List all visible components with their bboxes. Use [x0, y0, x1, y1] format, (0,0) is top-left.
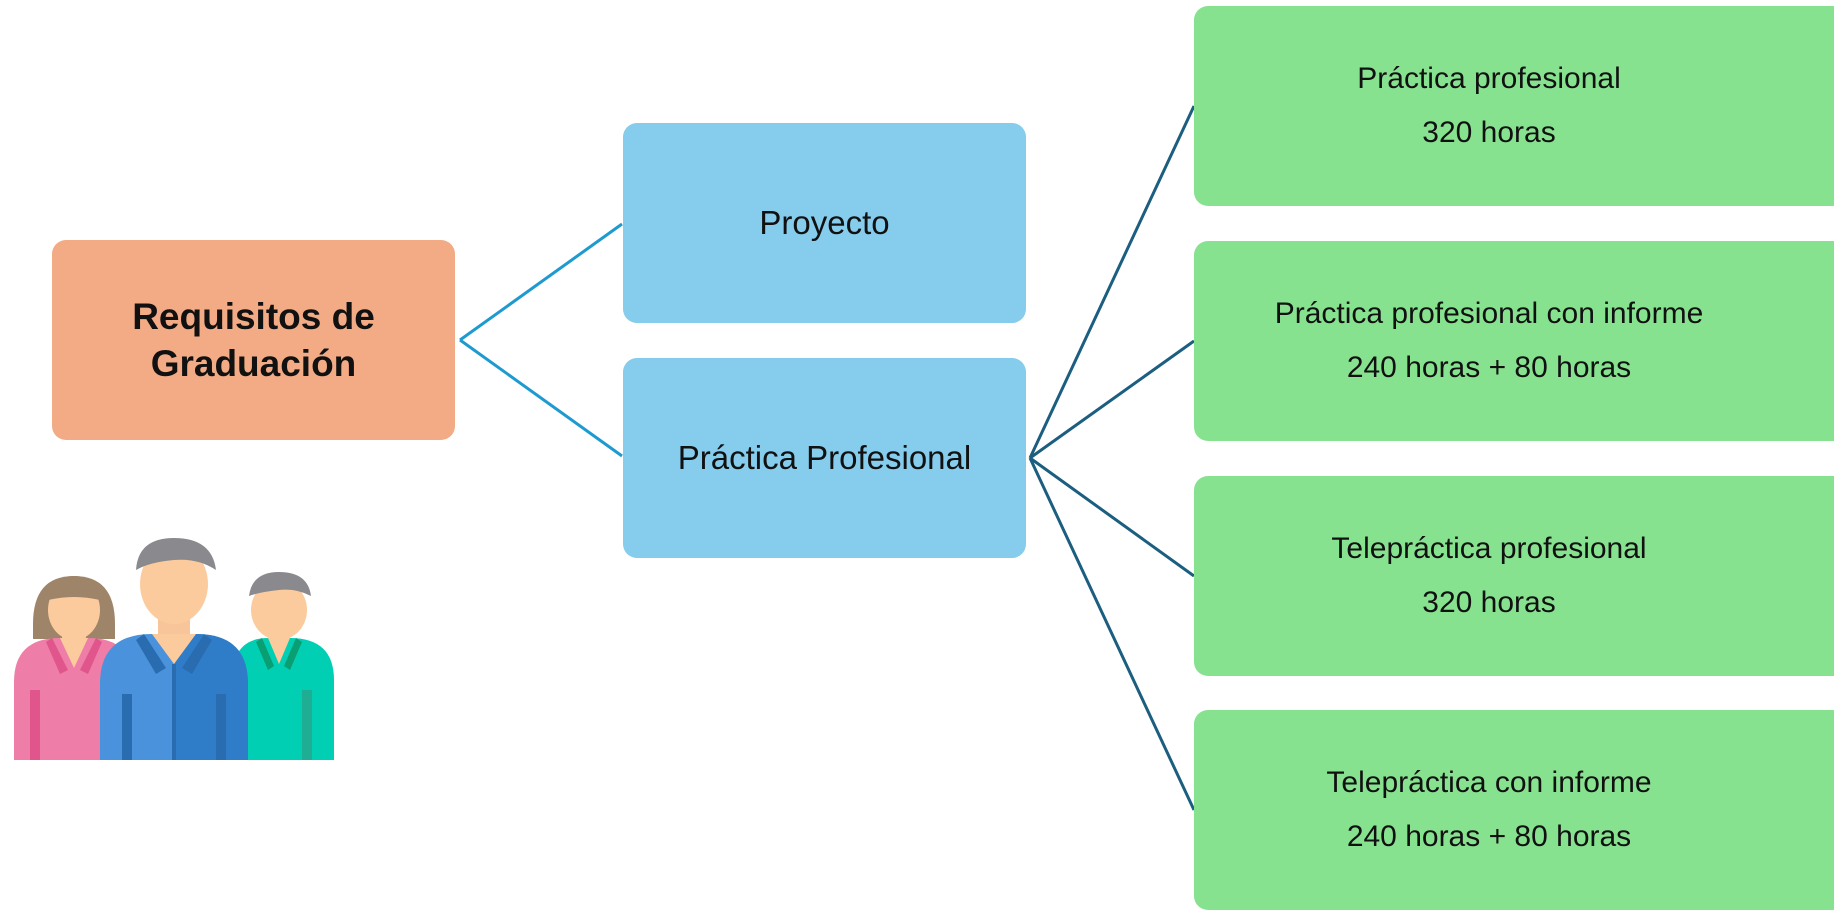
man-figure	[100, 538, 248, 760]
modality-node-practica-profesional: Práctica profesional 320 horas	[1194, 6, 1834, 206]
option-node-label: Práctica Profesional	[677, 439, 972, 476]
modality-hours: 240 horas + 80 horas	[1346, 820, 1632, 853]
boy-figure	[232, 572, 334, 760]
modality-title: Práctica profesional con informe	[1274, 297, 1704, 330]
modality-node-telepractica-profesional: Telepráctica profesional 320 horas	[1194, 476, 1834, 676]
modality-hours: 320 horas	[1422, 586, 1556, 619]
connector-root-to-proyecto	[459, 222, 623, 342]
option-node-proyecto: Proyecto	[623, 123, 1026, 323]
connector-practica-to-modality-4	[1028, 457, 1196, 811]
modality-title: Telepráctica con informe	[1326, 766, 1652, 799]
modality-node-practica-con-informe: Práctica profesional con informe 240 hor…	[1194, 241, 1834, 441]
group-of-people-icon	[14, 538, 334, 760]
connector-practica-to-modality-3	[1029, 456, 1195, 578]
option-node-practica-profesional: Práctica Profesional	[623, 358, 1026, 558]
connector-practica-to-modality-1	[1028, 105, 1196, 459]
root-node-line-2: Graduación	[150, 343, 357, 384]
root-node-line-1: Requisitos de	[132, 296, 375, 337]
modality-node-telepractica-con-informe: Telepráctica con informe 240 horas + 80 …	[1194, 710, 1834, 910]
option-node-label: Proyecto	[759, 204, 890, 241]
modality-hours: 240 horas + 80 horas	[1346, 351, 1632, 384]
root-node-requisitos: Requisitos de Graduación	[52, 240, 455, 440]
modality-title: Práctica profesional	[1357, 62, 1621, 95]
modality-hours: 320 horas	[1422, 116, 1556, 149]
modality-title: Telepráctica profesional	[1331, 532, 1647, 565]
connector-root-to-practica	[459, 338, 623, 458]
connector-practica-to-modality-2	[1029, 339, 1195, 460]
